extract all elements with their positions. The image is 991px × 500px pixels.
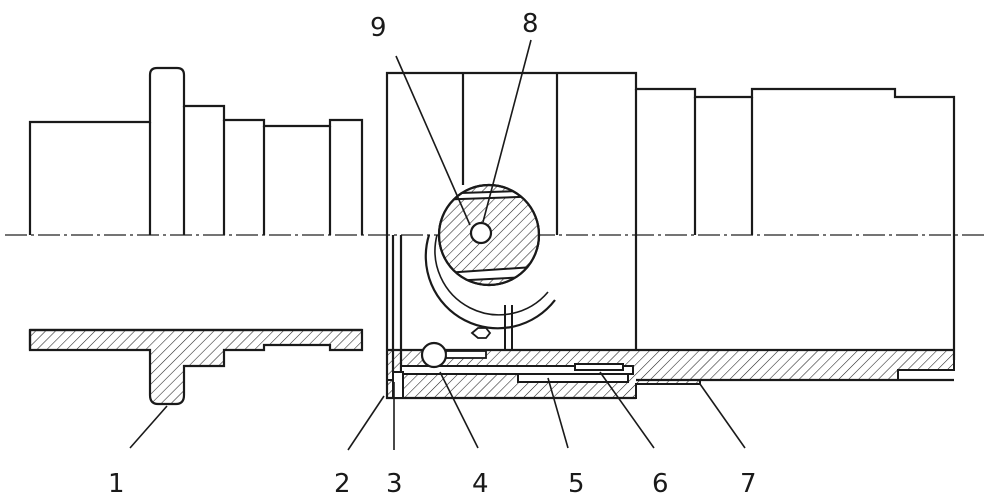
leader-lines [129,39,746,451]
label-8: 8 [522,9,539,39]
small-nut [470,327,492,339]
label-7: 7 [740,469,757,499]
left-fitting-section [28,328,364,406]
label-2: 2 [334,469,351,499]
label-9: 9 [370,13,387,43]
label-6: 6 [652,469,669,499]
label-1: 1 [108,469,125,499]
ball [420,341,487,369]
left-fitting [28,66,364,332]
label-3: 3 [386,469,403,499]
valve-housing-arc [424,234,556,330]
port-hole [469,221,493,245]
label-5: 5 [568,469,585,499]
sleeve-internals [387,363,634,399]
label-4: 4 [472,469,489,499]
